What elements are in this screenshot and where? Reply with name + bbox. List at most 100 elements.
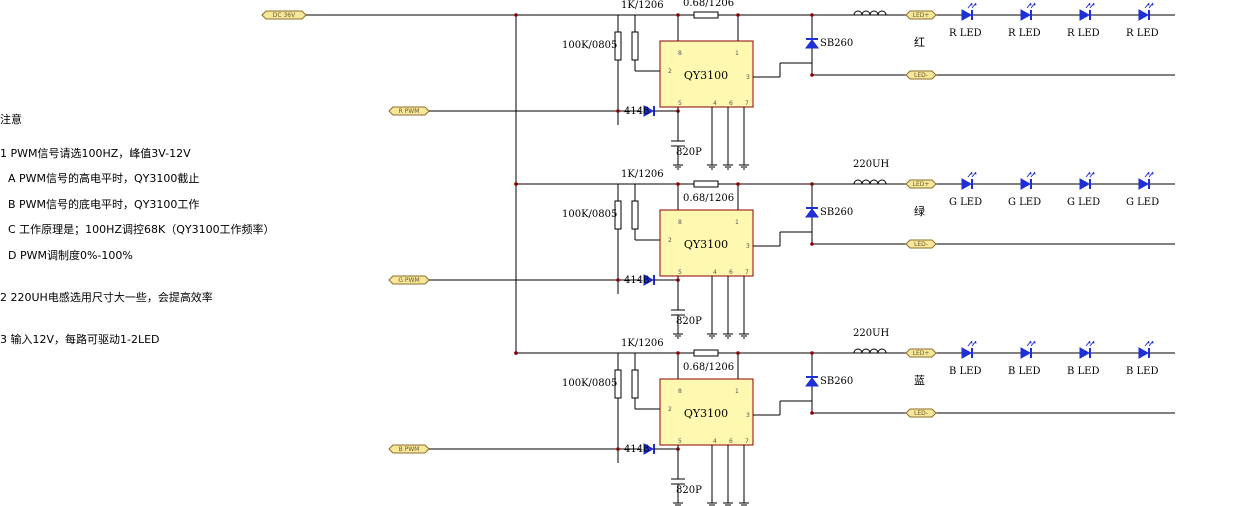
ch1-pin-7: 7 [745,100,749,107]
ch1-sb260-label: SB260 [820,38,853,49]
ch1-led-label-2: R LED [1008,28,1041,39]
ch2-led-3-ray1-head [1088,172,1091,175]
ch2-led-3 [1079,178,1091,190]
ch2-pin-2: 2 [668,237,672,244]
ch1-led-minus-port-label: LED- [914,72,928,79]
ch3-pin-2: 2 [668,406,672,413]
ch1-rsense-resistor [693,11,719,19]
ch1-pin-3: 3 [746,74,750,81]
ch3-220uh-inductor [853,348,887,354]
ch3-return-dot [810,411,814,415]
ch1-cap-label: 820P [676,147,702,158]
note-3: 3 输入12V，每路可驱动1-2LED [0,333,160,346]
ch3-rsense-resistor [693,349,719,357]
note-1a: A PWM信号的高电平时，QY3100截止 [8,172,200,185]
ch1-color-label: 红 [914,36,925,49]
ch3-sb260-diode [805,377,819,387]
ch2-led-4-ray1-head [1147,172,1150,175]
ch3-color-label: 蓝 [914,374,925,387]
ch1-qy3100-ic [659,40,754,108]
ch2-rgate-resistor [631,200,639,230]
ch1-led-label-4: R LED [1126,28,1159,39]
ch1-pin1-dot [736,13,740,17]
ch2-diode-4148 [643,274,655,286]
ch1-pin-2: 2 [668,68,672,75]
note-2: 2 220UH电感选用尺寸大一些，会提高效率 [0,291,213,304]
ch1-led-2 [1020,9,1032,21]
ch2-led-label-4: G LED [1126,197,1159,208]
note-1c: C 工作原理是；100HZ调控68K（QY3100工作频率） [8,223,275,236]
ch3-led-4 [1138,347,1150,359]
ch2-pin-5: 5 [678,269,682,276]
ch1-pwm-port-label: R PWM [399,108,420,115]
ch3-led-label-4: B LED [1126,366,1159,377]
ch3-led-2 [1020,347,1032,359]
ch3-pin-3: 3 [746,412,750,419]
ch2-pwm-dot [616,278,620,282]
ch1-pin-1: 1 [735,50,739,57]
ch1-led-4 [1138,9,1150,21]
ch3-ic-label: QY3100 [684,407,728,420]
ch2-qy3100-ic [659,209,754,277]
ch1-led-2-ray2-head [1033,3,1036,6]
ch2-led-label-2: G LED [1008,197,1041,208]
ch1-pin-4: 4 [713,100,717,107]
ch3-sb260-label: SB260 [820,376,853,387]
ch2-220uh-inductor [853,179,887,185]
ch3-led-3 [1079,347,1091,359]
ch3-4148-label: 4148 [624,444,649,455]
ch3-led-minus-port-label: LED- [914,410,928,417]
ch1-led-plus-port [905,10,937,20]
ch3-qy3100-ic [659,378,754,446]
ch3-pin-6: 6 [729,438,733,445]
ch2-led-minus-port-label: LED- [914,241,928,248]
ch3-led-plus-port-label: LED+ [913,350,930,357]
ch2-rpull-label: 100K/0805 [562,209,617,220]
ch3-pin1-dot [736,351,740,355]
ch2-led-3-ray2-head [1092,172,1095,175]
ch2-led-plus-port [905,179,937,189]
ch3-led-2-ray1-head [1029,341,1032,344]
ch3-pin-5: 5 [678,438,682,445]
ch3-led-3-ray1-head [1088,341,1091,344]
ch2-color-label: 绿 [914,204,925,218]
ch3-pin-1: 1 [735,388,739,395]
ch1-led-4-ray2-head [1151,3,1154,6]
ch3-schottky-top-dot [810,351,814,355]
ch2-sb260-label: SB260 [820,207,853,218]
ch1-led-label-1: R LED [949,28,982,39]
ch3-pwm-port-label: B PWM [399,446,420,453]
ch2-led-2 [1020,178,1032,190]
ch2-rail-dot [514,182,518,186]
ch2-pin-6: 6 [729,269,733,276]
ch1-pin8-dot [676,13,680,17]
ch3-cap-label: 820P [676,485,702,496]
ch1-pin-8: 8 [678,50,682,57]
ch2-pwm-port-label: G PWM [398,277,419,284]
ch2-pin-7: 7 [745,269,749,276]
ch1-led-minus-port [905,70,937,80]
ch3-pin-7: 7 [745,438,749,445]
ch1-rgate-label: 1K/1206 [621,0,664,11]
ch3-led-3-ray2-head [1092,341,1095,344]
ch3-led-1-ray1-head [970,341,973,344]
ch2-led-label-3: G LED [1067,197,1100,208]
ch1-led-3-ray1-head [1088,3,1091,6]
ch1-pwm-dot [616,109,620,113]
ch3-led-4-ray2-head [1151,341,1154,344]
ch1-led-1-ray2-head [974,3,977,6]
ch2-led-1-ray2-head [974,172,977,175]
ch1-led-2-ray1-head [1029,3,1032,6]
ch1-return-dot [810,73,814,77]
ch2-led-4 [1138,178,1150,190]
ch2-pin-1: 1 [735,219,739,226]
ch1-rsense-label: 0.68/1206 [683,0,734,9]
note-1d: D PWM调制度0%-100% [8,249,133,262]
ch3-led-1-ray2-head [974,341,977,344]
ch2-pin-4: 4 [713,269,717,276]
ch2-led-4-ray2-head [1151,172,1154,175]
ch1-led-3 [1079,9,1091,21]
ch3-led-plus-port [905,348,937,358]
ch1-sb260-diode [805,39,819,49]
